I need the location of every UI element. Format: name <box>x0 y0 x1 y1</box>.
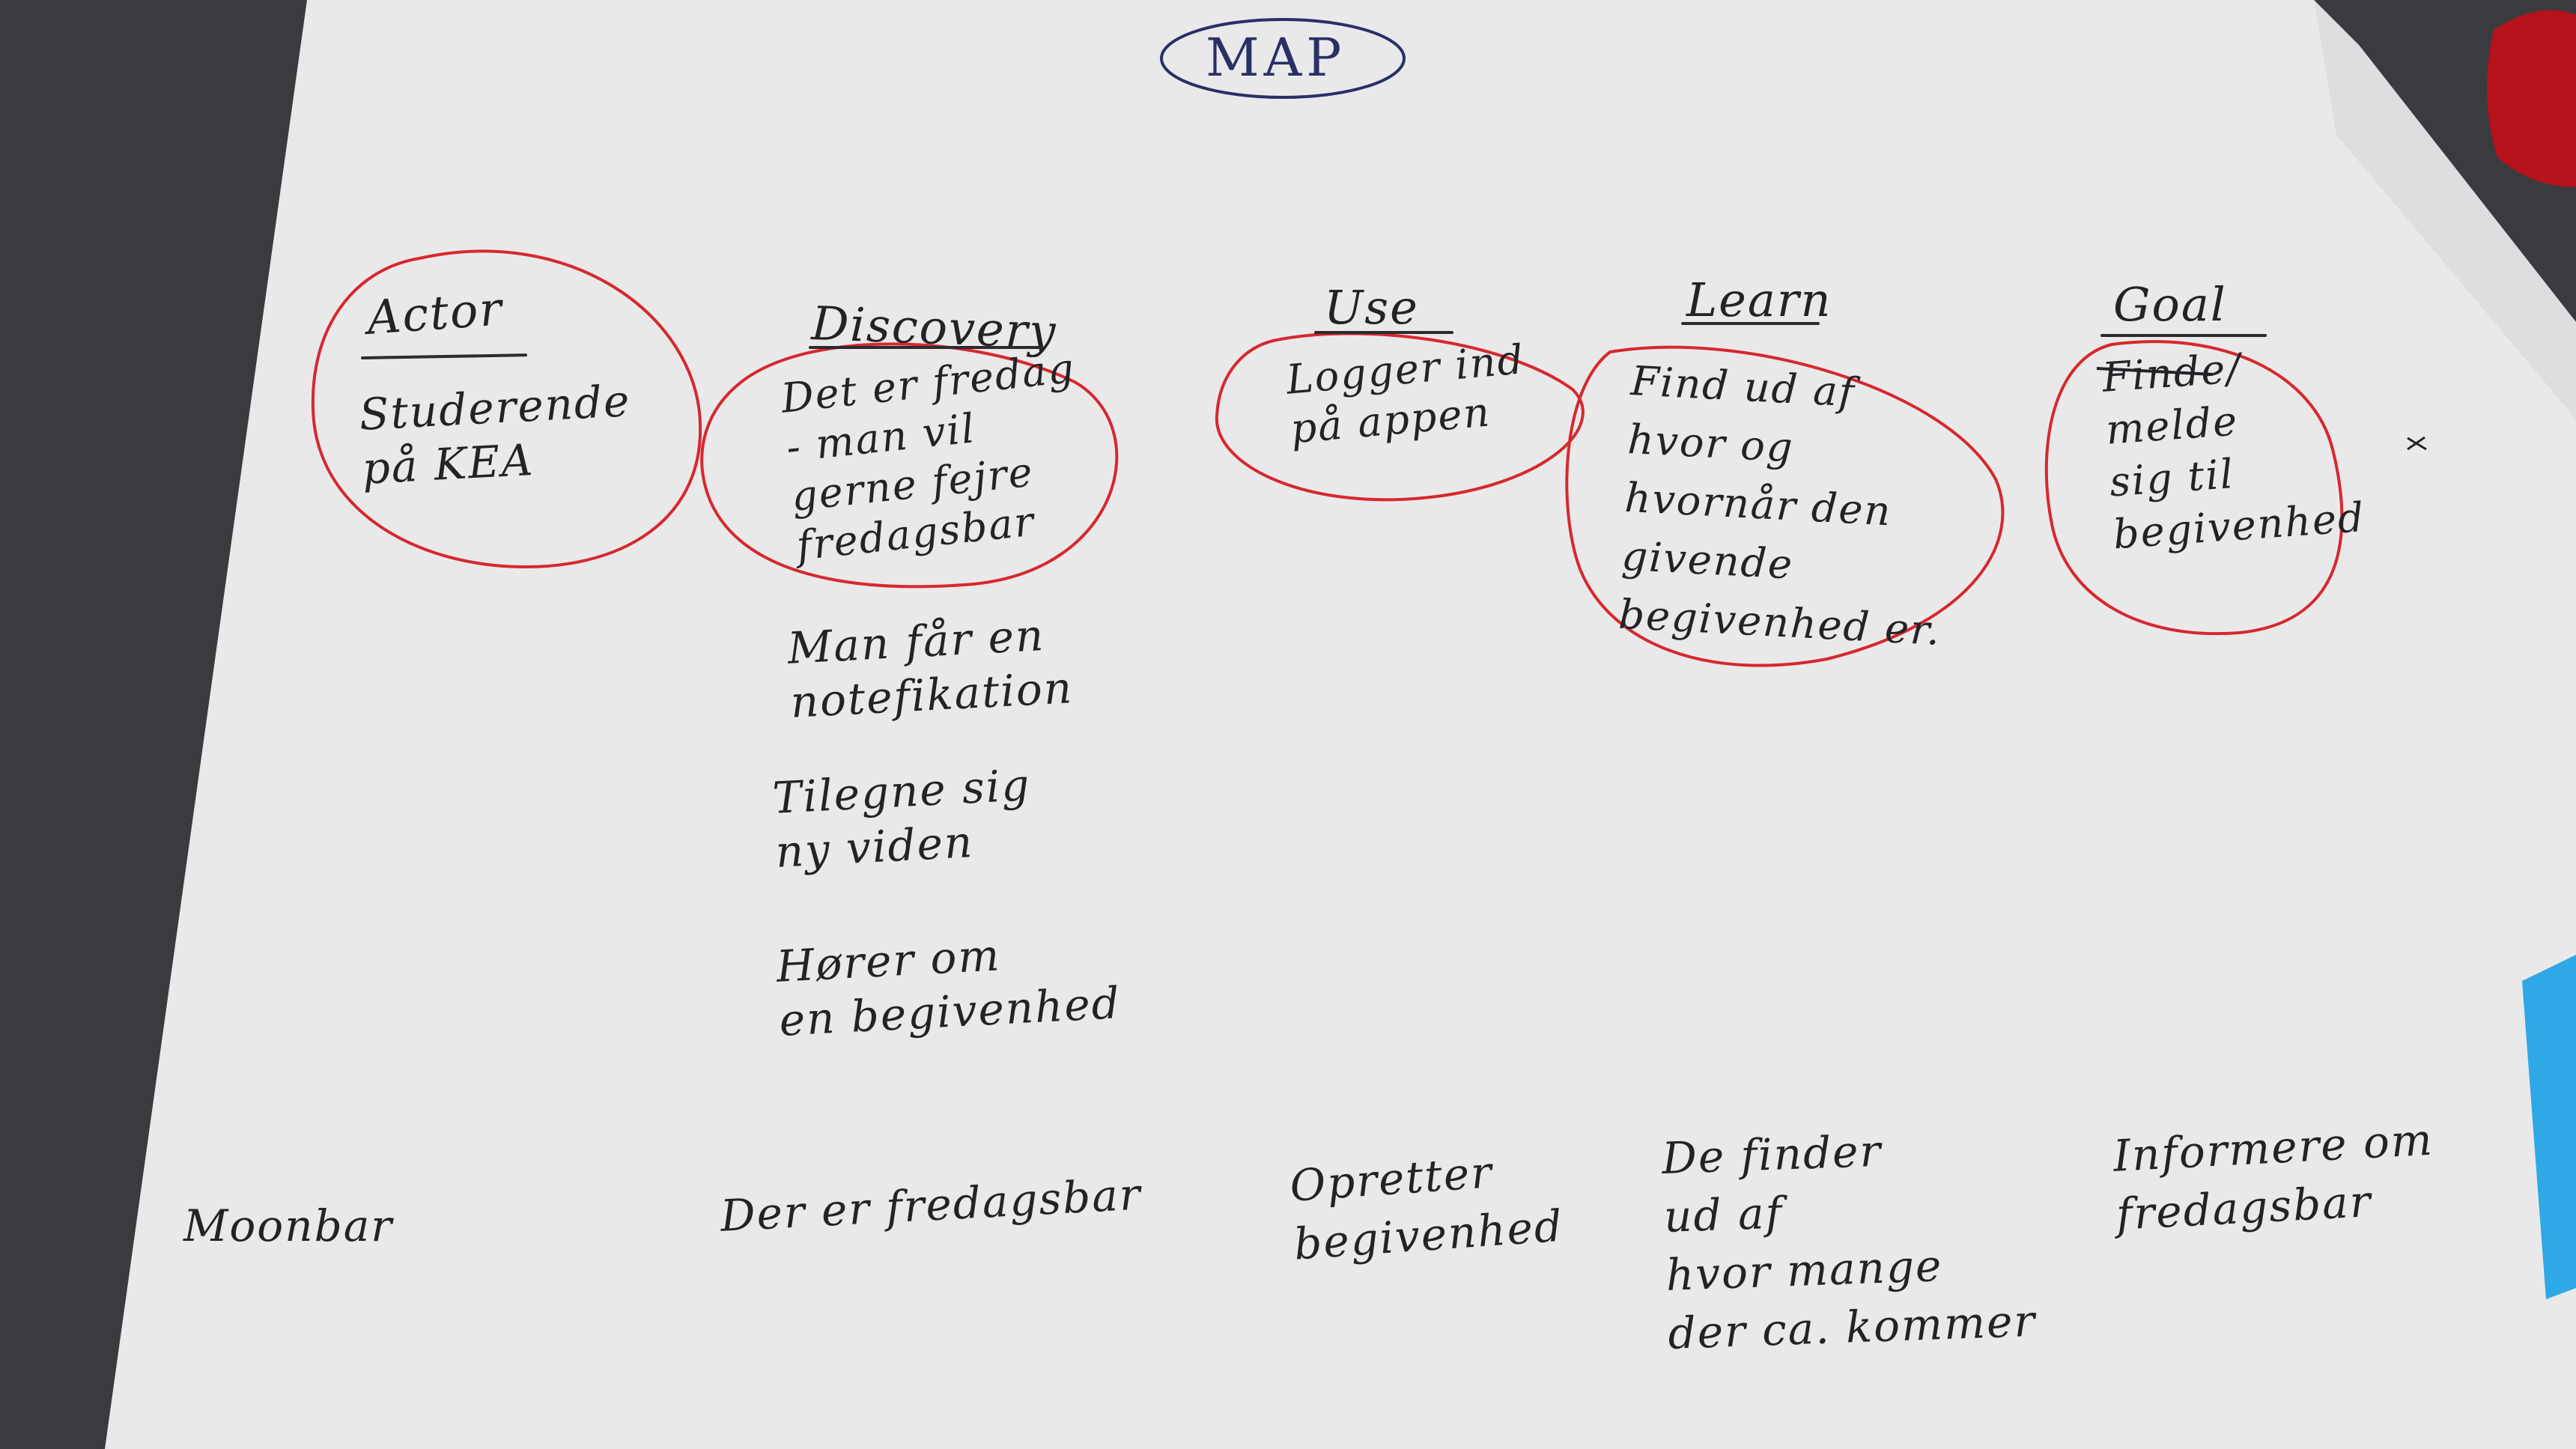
goal-circled-text: Finde/ melde sig til begivenhed <box>2100 344 2367 559</box>
discovery-note-3: Hører om en begivenhed <box>775 929 1123 1046</box>
use-circle <box>1215 332 1585 502</box>
goal-header-underline <box>2100 334 2267 337</box>
discovery-circled-text: Det er fredag - man vil gerne fejre fred… <box>779 344 1078 570</box>
discovery-note-2: Tilegne sig ny viden <box>771 759 1032 878</box>
map-title: MAP <box>1206 27 1346 88</box>
title-ellipse <box>1160 18 1406 99</box>
use-header: Use <box>1324 280 1419 335</box>
learn-circled-text: Find ud af hvor og hvornår den givende b… <box>1617 356 1942 655</box>
learn-header-underline <box>1681 322 1820 325</box>
actor-circle <box>311 249 702 568</box>
discovery-header-underline <box>809 346 1042 349</box>
paper-shadow <box>2314 0 2576 419</box>
discovery-note-1: Man får en notefikation <box>786 610 1075 728</box>
learn-circle <box>1565 345 2005 667</box>
learn-header: Learn <box>1686 273 1832 327</box>
goal-strike <box>2096 367 2214 376</box>
paper-sheet <box>105 0 2576 1449</box>
bottom-learn: De finder ud af hvor mange der ca. komme… <box>1661 1125 2038 1359</box>
red-object <box>2487 10 2576 188</box>
use-circled-text: Logger ind på appen <box>1284 335 1527 453</box>
actor-circled-text: Studerende på KEA <box>358 375 632 494</box>
goal-header: Goal <box>2113 277 2227 332</box>
use-header-underline <box>1314 331 1453 334</box>
actor-header: Actor <box>365 281 505 345</box>
stray-mark <box>2407 436 2427 451</box>
bottom-goal: Informere om fredagsbar <box>2112 1114 2435 1240</box>
bottom-use: Opretter begivenhed <box>1288 1146 1566 1270</box>
goal-circle <box>2044 340 2344 636</box>
bottom-actor: Moonbar <box>183 1200 394 1251</box>
sticky-note <box>2522 955 2576 1299</box>
